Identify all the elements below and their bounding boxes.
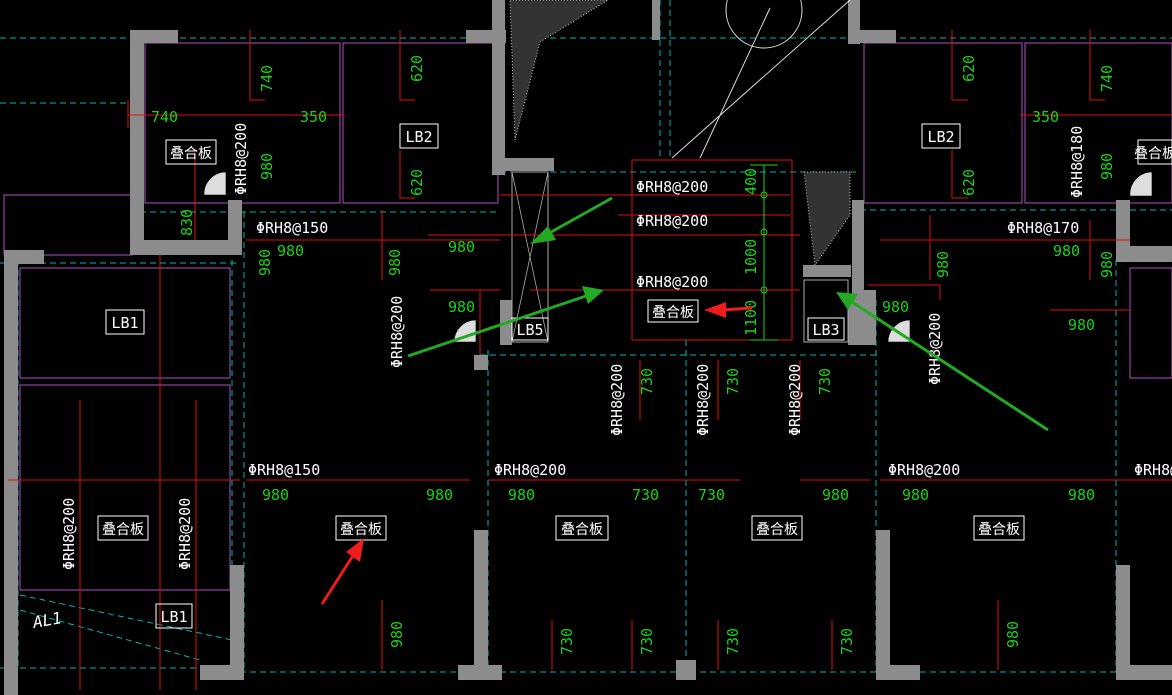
rebar-label: ΦRH8@150 — [256, 219, 328, 237]
rebar-label: ΦRH8@200 — [1134, 461, 1172, 479]
dimension-label: 980 — [882, 298, 909, 316]
rebar-label: ΦRH8@200 — [60, 498, 78, 570]
dimension-label: 730 — [638, 628, 656, 655]
dimension-label: 730 — [698, 486, 725, 504]
rebar-label: ΦRH8@200 — [636, 212, 708, 230]
dimension-label: 980 — [448, 298, 475, 316]
dimension-label: 620 — [960, 169, 978, 196]
dimension-label: 980 — [1098, 153, 1116, 180]
slab-label-lb1-top: LB1 — [111, 314, 138, 332]
slab-label-lb1-bottom: LB1 — [160, 608, 187, 626]
composite-slab-label: 叠合板 — [652, 305, 694, 321]
rebar-label: ΦRH8@200 — [494, 461, 566, 479]
composite-slab-label: 叠合板 — [756, 522, 798, 538]
dimension-label: 980 — [388, 621, 406, 648]
dimension-label: 740 — [258, 65, 276, 92]
dimension-label: 620 — [408, 169, 426, 196]
dimension-label: 980 — [1004, 621, 1022, 648]
dimension-label: 980 — [902, 486, 929, 504]
dimension-label: 730 — [724, 368, 742, 395]
slab-label-al1: AL1 — [30, 608, 63, 632]
dimension-label: 980 — [448, 238, 475, 256]
rebar-label: ΦRH8@200 — [176, 498, 194, 570]
dimension-label: 400 — [742, 168, 760, 195]
composite-slab-label: 叠合板 — [561, 522, 603, 538]
composite-slab-label: 叠合板 — [1134, 146, 1172, 162]
dimension-label: 730 — [838, 628, 856, 655]
rebar-label: ΦRH8@200 — [786, 364, 804, 436]
slab-label-lb5: LB5 — [516, 321, 543, 339]
dimension-label: 980 — [508, 486, 535, 504]
rebar-label: ΦRH8@200 — [926, 313, 944, 385]
slab-label-boxes — [97, 123, 1172, 629]
rebar-label: ΦRH8@200 — [636, 178, 708, 196]
rebar-label: ΦRH8@200 — [694, 364, 712, 436]
rebar-label: ΦRH8@150 — [248, 461, 320, 479]
dimension-label: 730 — [816, 368, 834, 395]
dimension-label: 980 — [256, 249, 274, 276]
dimension-label: 980 — [426, 486, 453, 504]
composite-slab-label: 叠合板 — [340, 522, 382, 538]
dimension-label: 730 — [632, 486, 659, 504]
dimension-label: 980 — [386, 249, 404, 276]
dimension-label: 980 — [934, 251, 952, 278]
dimension-label: 620 — [408, 55, 426, 82]
rebar-label: ΦRH8@170 — [1007, 219, 1079, 237]
rebar-label: ΦRH8@200 — [888, 461, 960, 479]
composite-slab-label: 叠合板 — [978, 522, 1020, 538]
slab-label-lb2-left: LB2 — [405, 128, 432, 146]
composite-slab-label: 叠合板 — [170, 146, 212, 162]
stair-dim-lines — [750, 164, 778, 341]
dimension-label: 730 — [558, 628, 576, 655]
rebar-label: ΦRH8@200 — [636, 273, 708, 291]
composite-slab-label: 叠合板 — [102, 522, 144, 538]
rebar-lines — [8, 30, 1172, 690]
dimension-label: 740 — [1098, 65, 1116, 92]
walls — [4, 0, 1172, 695]
dimension-label: 740 — [151, 108, 178, 126]
slab-label-lb3: LB3 — [812, 321, 839, 339]
green-arrows — [407, 196, 1049, 432]
dimension-label: 980 — [1068, 486, 1095, 504]
dimension-label: 620 — [960, 55, 978, 82]
slab-label-lb2-right: LB2 — [927, 128, 954, 146]
rebar-label: ΦRH8@180 — [1068, 126, 1086, 198]
dimension-label: 980 — [1098, 251, 1116, 278]
dimension-label: 980 — [1053, 242, 1080, 260]
dimension-label: 730 — [724, 628, 742, 655]
dimension-label: 350 — [300, 108, 327, 126]
rebar-label: ΦRH8@200 — [608, 364, 626, 436]
rebar-label: ΦRH8@200 — [232, 123, 250, 195]
dimension-label: 980 — [258, 153, 276, 180]
dimension-label: 980 — [262, 486, 289, 504]
dimension-label: 350 — [1032, 108, 1059, 126]
dimension-label: 1000 — [742, 239, 760, 275]
dimension-label: 980 — [277, 242, 304, 260]
rebar-label: ΦRH8@200 — [388, 296, 406, 368]
dimension-label: 830 — [178, 209, 196, 236]
dimension-label: 980 — [1068, 316, 1095, 334]
red-arrows — [320, 302, 753, 605]
dimension-label: 730 — [638, 368, 656, 395]
dimension-label: 1100 — [742, 300, 760, 336]
dimension-label: 980 — [822, 486, 849, 504]
stair-shaft — [509, 0, 851, 343]
